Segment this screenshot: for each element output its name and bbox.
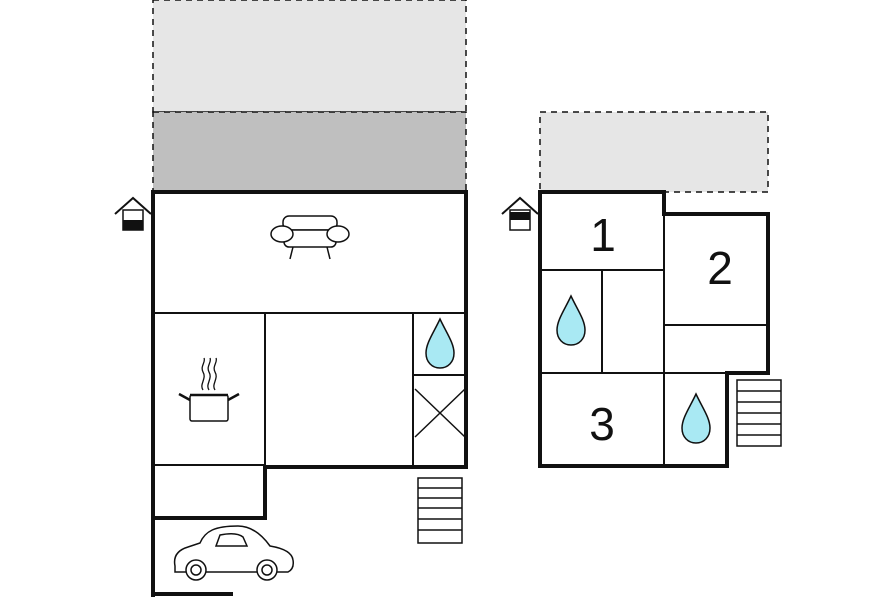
stairs-icon — [417, 477, 463, 544]
cooking-pot-icon — [178, 357, 240, 422]
sofa-icon — [270, 215, 350, 260]
upper-floor: 1 2 3 — [501, 111, 782, 468]
closet-cross — [414, 388, 466, 438]
terrace-covered — [152, 111, 467, 193]
upper-floor-interior-walls — [540, 192, 768, 466]
upper-terrace — [539, 111, 769, 193]
ground-floor-interior-walls — [153, 312, 466, 518]
stairs-icon — [736, 379, 782, 447]
carport-wall — [151, 518, 233, 597]
bathroom-drop-icon — [425, 317, 455, 369]
bathroom-drop-icon — [556, 294, 586, 346]
car-icon — [173, 525, 294, 581]
room-1-label: 1 — [590, 209, 616, 261]
room-2-label: 2 — [707, 242, 733, 294]
entrance-icon — [501, 196, 539, 231]
bathroom-drop-icon — [681, 392, 711, 444]
room-3-label: 3 — [589, 398, 615, 450]
entrance-icon — [114, 196, 152, 231]
terrace-upper — [152, 0, 467, 113]
ground-floor — [114, 0, 468, 597]
